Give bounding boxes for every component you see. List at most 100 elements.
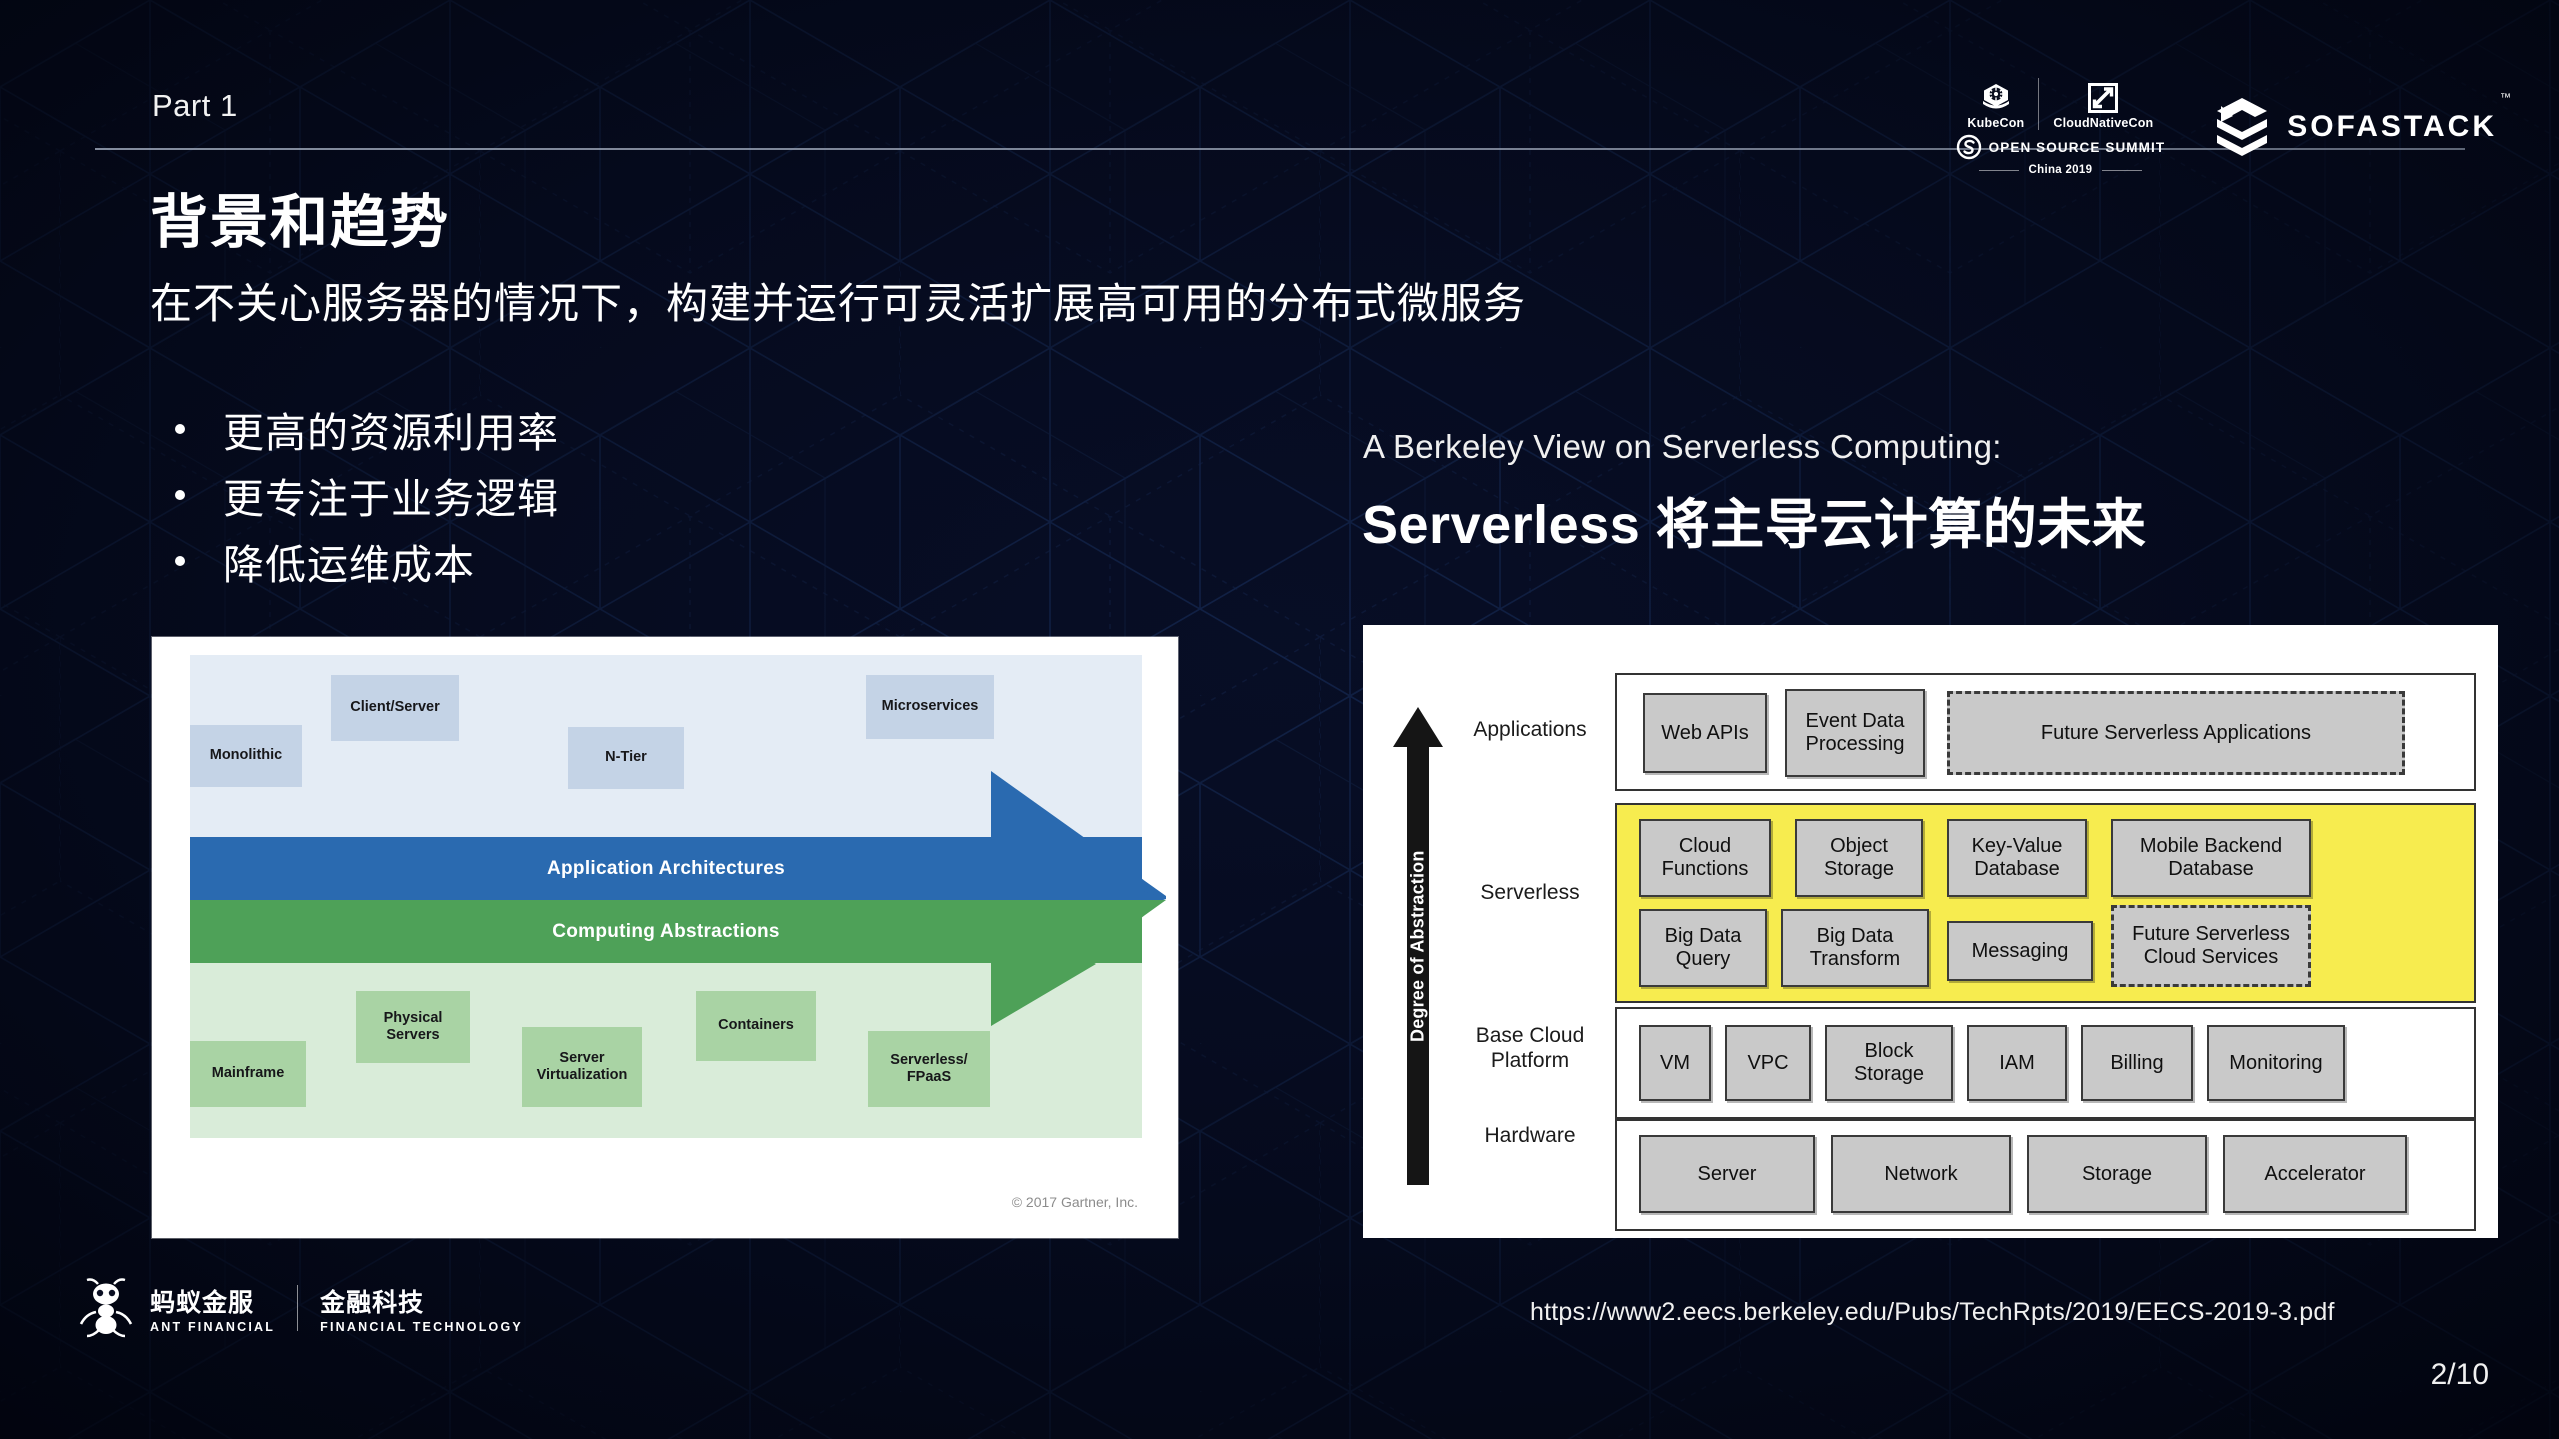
gartner-box-line: Physical [383, 1009, 443, 1026]
degree-of-abstraction-arrow-icon [1393, 707, 1443, 1185]
bullet-label: 更高的资源利用率 [223, 410, 559, 456]
berkeley-cell-messaging: Messaging [1947, 921, 2093, 981]
gartner-box-physical-servers: Physical Servers [356, 991, 470, 1063]
berkeley-cell-web-apis: Web APIs [1643, 693, 1767, 773]
ant-financial-logo: 蚂蚁金服 ANT FINANCIAL 金融科技 FINANCIAL TECHNO… [78, 1278, 523, 1338]
ant-financial-en: ANT FINANCIAL [150, 1319, 276, 1334]
gartner-diagram: Application Architectures Computing Abst… [166, 651, 1166, 1224]
berkeley-cell-line: Big Data [1664, 925, 1742, 947]
logo-rule-right [2102, 169, 2143, 171]
berkeley-diagram: Degree of Abstraction Applications Serve… [1363, 625, 2498, 1238]
berkeley-tier-hardware: Server Network Storage Accelerator [1615, 1119, 2476, 1231]
logo-divider [2038, 78, 2040, 130]
berkeley-cell-accelerator: Accelerator [2223, 1135, 2407, 1213]
berkeley-row-label-applications: Applications [1473, 718, 1587, 741]
berkeley-title: Serverless 将主导云计算的未来 [1362, 495, 2147, 555]
berkeley-row-label-serverless: Serverless [1480, 881, 1580, 904]
berkeley-cell-line: Database [2168, 858, 2254, 880]
oss-s-icon [1956, 134, 1981, 160]
kubecon-cloudnativecon-logo: KubeCon CloudNativeCon [1956, 78, 2166, 176]
logo-divider [297, 1285, 299, 1331]
list-item: 更高的资源利用率 [175, 400, 559, 458]
berkeley-cell-future-serverless-cloud-services: Future Serverless Cloud Services [2111, 905, 2311, 987]
berkeley-row-label-line: Platform [1490, 1049, 1570, 1073]
china-2019-row: China 2019 [1956, 164, 2166, 176]
gartner-box-line: Serverless/ [890, 1051, 968, 1068]
sofastack-logo: SOFASTACK ™ [2213, 92, 2511, 158]
kubernetes-helm-icon [1982, 84, 2009, 109]
berkeley-cell-line: Processing [1805, 733, 1905, 755]
bullet-dot-icon [175, 424, 185, 434]
gartner-box-client-server: Client/Server [331, 675, 459, 741]
bullet-label: 降低运维成本 [223, 542, 475, 588]
header-divider [95, 148, 2465, 150]
berkeley-cell-line: Transform [1809, 948, 1901, 970]
berkeley-row-label-base-cloud-platform: Base Cloud Platform [1455, 1023, 1605, 1073]
gartner-box-containers: Containers [696, 991, 816, 1061]
gartner-credit: © 2017 Gartner, Inc. [1011, 1194, 1138, 1210]
list-item: 更专注于业务逻辑 [175, 466, 559, 524]
berkeley-cell-line: Event Data [1805, 710, 1905, 732]
gartner-band-label: Computing Abstractions [552, 920, 780, 942]
berkeley-cell-vpc: VPC [1725, 1025, 1811, 1101]
berkeley-cell-server: Server [1639, 1135, 1815, 1213]
gartner-box-mainframe: Mainframe [190, 1041, 306, 1107]
list-item: 降低运维成本 [175, 532, 559, 590]
berkeley-kicker: A Berkeley View on Serverless Computing: [1363, 428, 2002, 465]
gartner-box-line: Virtualization [536, 1067, 628, 1083]
gartner-box-monolithic: Monolithic [190, 725, 302, 787]
berkeley-row-label-line: Base Cloud [1475, 1024, 1585, 1047]
berkeley-cell-line: Key-Value [1971, 835, 2063, 857]
sofastack-trademark: ™ [2500, 92, 2511, 104]
bullet-list: 更高的资源利用率 更专注于业务逻辑 降低运维成本 [175, 400, 559, 598]
berkeley-cell-block-storage: Block Storage [1825, 1025, 1953, 1101]
cloudnativecon-logo: CloudNativeCon [2053, 83, 2153, 130]
bullet-dot-icon [175, 490, 185, 500]
bullet-dot-icon [175, 556, 185, 566]
berkeley-cell-mobile-backend-database: Mobile Backend Database [2111, 819, 2311, 897]
berkeley-cell-key-value-database: Key-Value Database [1947, 819, 2087, 897]
china-2019-label: China 2019 [2028, 164, 2093, 176]
berkeley-tier-applications: Web APIs Event Data Processing Future Se… [1615, 673, 2476, 791]
berkeley-cell-line: Cloud [1678, 835, 1732, 857]
berkeley-cell-line: Block [1864, 1040, 1914, 1062]
gartner-band-application-architectures: Application Architectures [190, 837, 1142, 900]
gartner-diagram-panel: Application Architectures Computing Abst… [152, 637, 1178, 1238]
berkeley-cell-object-storage: Object Storage [1795, 819, 1923, 897]
cncf-square-icon [2088, 83, 2119, 113]
berkeley-row-label-hardware: Hardware [1484, 1124, 1576, 1147]
berkeley-cell-line: Cloud Services [2143, 946, 2279, 968]
gartner-box-serverless-fpaas: Serverless/ FPaaS [868, 1031, 990, 1107]
kubecon-cloudnativecon-row: KubeCon CloudNativeCon [1967, 78, 2153, 130]
gartner-box-microservices: Microservices [866, 675, 994, 739]
fintech-en: FINANCIAL TECHNOLOGY [320, 1319, 523, 1334]
gartner-band-label: Application Architectures [546, 857, 785, 879]
gartner-box-server-virtualization: Server Virtualization [522, 1027, 642, 1107]
page-number: 2/10 [2430, 1358, 2489, 1391]
berkeley-cell-line: Functions [1661, 858, 1749, 880]
berkeley-tier-base-cloud-platform: VM VPC Block Storage IAM Billing Monitor… [1615, 1007, 2476, 1119]
berkeley-cell-future-serverless-applications: Future Serverless Applications [1947, 691, 2405, 775]
berkeley-cell-cloud-functions: Cloud Functions [1639, 819, 1771, 897]
berkeley-cell-network: Network [1831, 1135, 2011, 1213]
fintech-wordmark: 金融科技 FINANCIAL TECHNOLOGY [320, 1283, 523, 1334]
gartner-box-line: FPaaS [906, 1069, 952, 1085]
ant-financial-cn: 蚂蚁金服 [150, 1288, 255, 1317]
berkeley-cell-event-data-processing: Event Data Processing [1785, 689, 1925, 777]
ant-mascot-icon [79, 1278, 133, 1338]
fintech-cn: 金融科技 [320, 1288, 425, 1317]
berkeley-cell-iam: IAM [1967, 1025, 2067, 1101]
cloudnativecon-label: CloudNativeCon [2053, 116, 2154, 130]
page-title: 背景和趋势 [150, 190, 451, 255]
gartner-box-line: Server [559, 1049, 605, 1066]
berkeley-cell-monitoring: Monitoring [2207, 1025, 2345, 1101]
page-subtitle: 在不关心服务器的情况下，构建并运行可灵活扩展高可用的分布式微服务 [150, 280, 1527, 327]
berkeley-cell-billing: Billing [2081, 1025, 2193, 1101]
kubecon-logo: KubeCon [1967, 83, 2024, 130]
logo-rule-left [1978, 169, 2019, 171]
gartner-box-line: Servers [386, 1027, 440, 1043]
source-url[interactable]: https://www2.eecs.berkeley.edu/Pubs/Tech… [1530, 1298, 2335, 1326]
berkeley-cell-line: Query [1675, 948, 1731, 970]
ant-financial-wordmark: 蚂蚁金服 ANT FINANCIAL [150, 1283, 275, 1334]
gartner-box-n-tier: N-Tier [568, 727, 684, 789]
